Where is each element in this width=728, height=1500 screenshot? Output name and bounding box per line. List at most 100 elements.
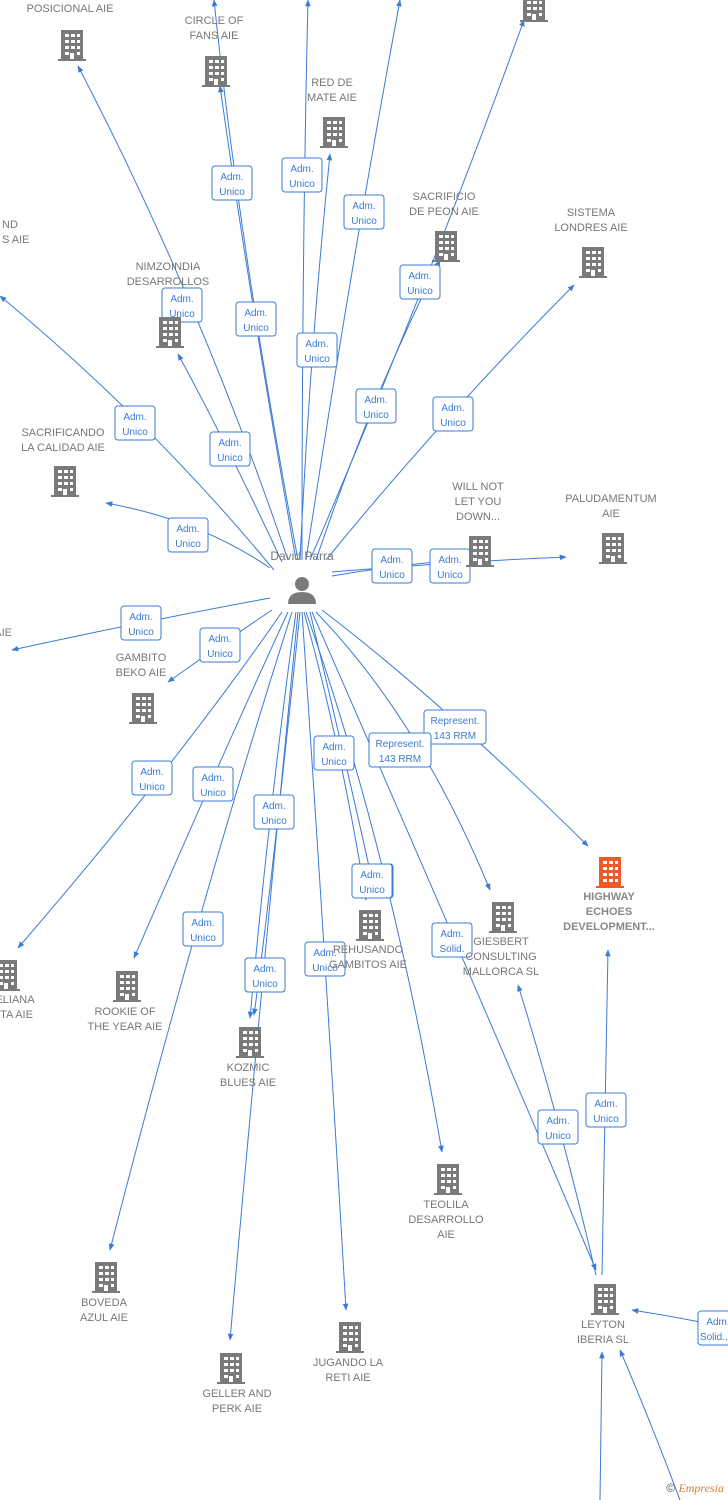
company-node-n4[interactable] bbox=[520, 0, 548, 22]
edge-label-text: Unico bbox=[217, 453, 243, 464]
edge-label-center-n9[interactable]: Adm.Unico bbox=[167, 517, 209, 553]
company-node-n14[interactable]: HIGHWAYECHOESDEVELOPMENT... bbox=[563, 857, 655, 933]
edge-center-n3b bbox=[301, 0, 311, 561]
edge-label-center-n13[interactable]: Adm.Unico bbox=[199, 627, 241, 663]
company-node-n12[interactable]: AIE bbox=[0, 626, 12, 657]
edge-label-center-n16[interactable]: Adm.Unico bbox=[313, 735, 355, 771]
edge-label-center-n22[interactable]: Adm.Solid. bbox=[431, 922, 473, 958]
company-label: SACRIFICIO bbox=[413, 191, 476, 203]
edge-label-text: Adm. bbox=[140, 767, 163, 778]
edge-label-center-n3b[interactable]: Adm.Unico bbox=[296, 332, 338, 368]
edge-label-center-n3[interactable]: Adm.Unico bbox=[281, 157, 323, 193]
company-label: GELLER AND bbox=[202, 1388, 271, 1400]
edge-label-center-n10[interactable]: Adm.Unico bbox=[371, 548, 413, 584]
edge-label-n22-n14[interactable]: Adm.Unico bbox=[585, 1092, 627, 1128]
edge-label-ext1-n22[interactable]: Adm.Solid.,... bbox=[697, 1310, 728, 1346]
edge-label-box bbox=[167, 517, 209, 553]
building-icon-highlight bbox=[596, 857, 624, 888]
company-label: AZUL AIE bbox=[80, 1312, 128, 1324]
edge-label-center-n2b[interactable]: Adm.Unico bbox=[235, 301, 277, 337]
edge-label-center-n8[interactable]: Adm. Unico bbox=[209, 431, 251, 467]
brand-logo[interactable]: Empresia bbox=[678, 1481, 724, 1495]
edge-label-box bbox=[253, 794, 295, 830]
edge-label-box bbox=[351, 863, 393, 899]
edge-label-center-n11[interactable]: Adm.Unico bbox=[429, 548, 471, 584]
building-icon bbox=[0, 960, 20, 991]
edge-label-center-n4b[interactable]: Adm.Unico bbox=[343, 194, 385, 230]
edge-label-center-n7[interactable]: Adm.Unico bbox=[432, 396, 474, 432]
edge-label-center-n18[interactable]: Adm.Unico bbox=[192, 766, 234, 802]
person-node-center[interactable]: David Parra bbox=[270, 549, 334, 604]
edge-label-center-n12[interactable]: Adm.Unico bbox=[120, 605, 162, 641]
edge-label-box bbox=[211, 165, 253, 201]
company-label: CIRCLE OF bbox=[185, 15, 244, 27]
company-label: AIE bbox=[0, 627, 12, 639]
building-icon bbox=[58, 30, 86, 61]
company-label: AIE bbox=[437, 1229, 455, 1241]
edge-label-center-n21[interactable]: Adm.Unico bbox=[182, 911, 224, 947]
edge-label-center-n17[interactable]: Adm.Unico bbox=[131, 760, 173, 796]
company-label: AIE bbox=[602, 508, 620, 520]
edge-label-box bbox=[120, 605, 162, 641]
edge-label-text: Unico bbox=[261, 816, 287, 827]
edge-label-center-n14[interactable]: Represent.143 RRM bbox=[423, 709, 487, 745]
edge-label-center-n19[interactable]: Adm.Unico bbox=[253, 794, 295, 830]
company-label: KOZMIC bbox=[227, 1062, 270, 1074]
company-node-n19[interactable]: KOZMIC BLUES AIE bbox=[220, 1027, 276, 1089]
watermark: © Empresia bbox=[666, 1481, 724, 1496]
edge-label-center-n24[interactable]: Adm.Unico bbox=[244, 957, 286, 993]
edge-label-center-n4[interactable]: Adm.Unico bbox=[399, 264, 441, 300]
edge-label-center-n20[interactable]: Adm.Unico bbox=[351, 863, 393, 899]
edge-label-n22-n15[interactable]: Adm.Unico bbox=[537, 1109, 579, 1145]
building-icon bbox=[156, 317, 184, 348]
edge-label-box bbox=[585, 1092, 627, 1128]
edge-label-center-n23[interactable]: Adm.Unico bbox=[304, 941, 346, 977]
edge-label-box bbox=[423, 709, 487, 745]
edge-label-center-n5[interactable]: Adm.Unico bbox=[161, 287, 203, 323]
building-icon bbox=[92, 1262, 120, 1293]
company-label: DEVELOPMENT... bbox=[563, 921, 655, 933]
edge-label-center-n15[interactable]: Represent.143 RRM bbox=[368, 732, 432, 768]
edge-label-center-n2[interactable]: Adm.Unico bbox=[211, 165, 253, 201]
company-label: BLUES AIE bbox=[220, 1077, 276, 1089]
company-label: HIGHWAY bbox=[583, 891, 635, 903]
edge-label-text: Adm. bbox=[253, 964, 276, 975]
edge-label-text: Adm. bbox=[706, 1317, 728, 1328]
edge-label-text: Adm. bbox=[546, 1116, 569, 1127]
edge-label-text: Adm. bbox=[218, 438, 241, 449]
edge-label-text: Unico bbox=[321, 757, 347, 768]
building-icon bbox=[434, 1164, 462, 1195]
edge-label-text: Unico bbox=[128, 627, 154, 638]
company-node-n5[interactable]: NDS AIE bbox=[0, 219, 30, 287]
edge-label-text: Adm. bbox=[290, 164, 313, 175]
edge-label-center-n6[interactable]: Adm.Unico bbox=[355, 388, 397, 424]
edge-label-text: Unico bbox=[379, 570, 405, 581]
company-label: GIESBERT bbox=[473, 936, 529, 948]
edge-label-center-n1[interactable]: Adm.Unico bbox=[114, 405, 156, 441]
edge-label-text: Adm. bbox=[176, 524, 199, 535]
company-node-n1[interactable]: POSICIONAL AIE bbox=[26, 3, 114, 61]
company-label: CONSULTING bbox=[465, 951, 536, 963]
edge-label-box bbox=[368, 732, 432, 768]
